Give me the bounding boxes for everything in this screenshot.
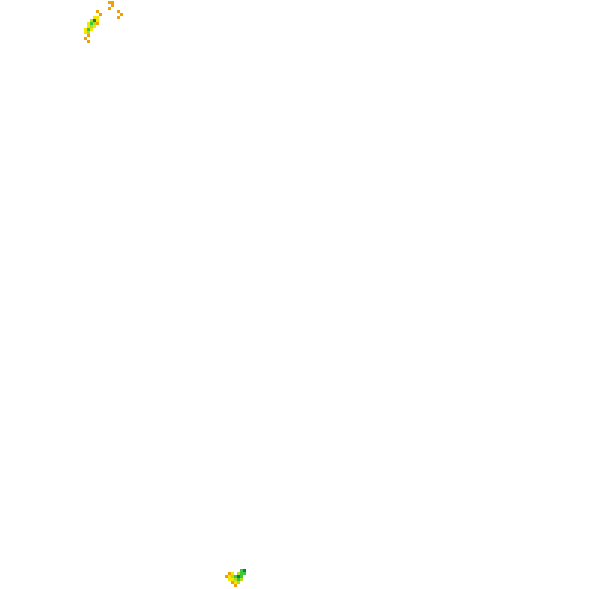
cluster-northwest-cell xyxy=(84,31,87,34)
cluster-south-cell xyxy=(228,575,231,578)
cluster-northwest-cell xyxy=(96,10,99,13)
cluster-south-cell xyxy=(237,581,240,584)
cluster-northwest-cell xyxy=(87,31,90,34)
cluster-northwest-cell xyxy=(93,22,96,25)
cluster-south-cell xyxy=(243,569,246,572)
cluster-northwest-cell xyxy=(87,22,90,25)
cluster-northwest-cell xyxy=(84,28,87,31)
cluster-northwest xyxy=(84,10,102,43)
cluster-northwest-cell xyxy=(87,28,90,31)
cluster-south-cell xyxy=(240,575,243,578)
cluster-north-small-cell xyxy=(108,1,111,4)
cluster-south-cell xyxy=(234,578,237,581)
cluster-northwest-cell xyxy=(87,25,90,28)
cluster-northwest-cell xyxy=(96,22,99,25)
cluster-south-cell xyxy=(237,578,240,581)
cluster-south-cell xyxy=(234,575,237,578)
cluster-north-small-cell xyxy=(120,13,123,16)
cluster-northwest-cell xyxy=(90,25,93,28)
cluster-south-cell xyxy=(231,581,234,584)
cluster-south-cell xyxy=(240,569,243,572)
cluster-northwest-cell xyxy=(90,28,93,31)
cluster-south-cell xyxy=(237,575,240,578)
cluster-north-small-cell xyxy=(111,4,114,7)
cluster-south-cell xyxy=(240,572,243,575)
cluster-north-small-cell xyxy=(117,10,120,13)
cluster-northwest-cell xyxy=(90,22,93,25)
cluster-south xyxy=(225,569,246,587)
cluster-northwest-cell xyxy=(90,19,93,22)
cluster-south-cell xyxy=(225,575,228,578)
cluster-northwest-cell xyxy=(96,19,99,22)
cluster-north-small-cell xyxy=(108,7,111,10)
cluster-south-cell xyxy=(231,578,234,581)
cluster-northwest-cell xyxy=(87,34,90,37)
cluster-south-cell xyxy=(237,572,240,575)
cluster-south-cell xyxy=(240,578,243,581)
cluster-northwest-cell xyxy=(93,16,96,19)
cluster-south-cell xyxy=(231,572,234,575)
cluster-northwest-cell xyxy=(99,13,102,16)
cluster-south-cell xyxy=(234,584,237,587)
cluster-north-small xyxy=(108,1,123,19)
cluster-south-cell xyxy=(228,578,231,581)
cluster-northwest-cell xyxy=(84,37,87,40)
cluster-south-cell xyxy=(231,575,234,578)
cluster-northwest-cell xyxy=(87,40,90,43)
cluster-north-small-cell xyxy=(117,16,120,19)
cluster-northwest-cell xyxy=(93,19,96,22)
cluster-south-cell xyxy=(228,572,231,575)
cluster-northwest-cell xyxy=(93,25,96,28)
cluster-south-cell xyxy=(243,572,246,575)
cluster-northwest-cell xyxy=(96,16,99,19)
cluster-south-cell xyxy=(234,581,237,584)
cluster-north-small-cell xyxy=(111,1,114,4)
